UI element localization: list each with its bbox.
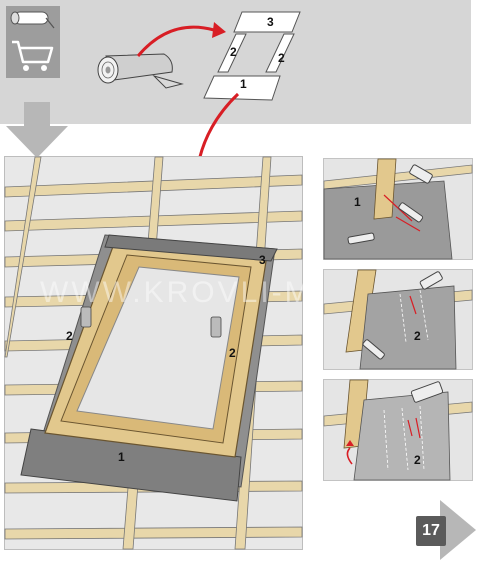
page-number-badge xyxy=(416,516,446,546)
main-label-bottom: 1 xyxy=(118,450,125,464)
detail-2-label: 2 xyxy=(414,329,421,343)
detail-2-drawing xyxy=(323,269,473,370)
cart-icon xyxy=(12,40,54,71)
flashing-strips-layout xyxy=(203,11,301,101)
detail-1-label: 1 xyxy=(354,195,361,209)
detail-panel-2: 2 xyxy=(323,269,473,370)
strip-label-right: 2 xyxy=(278,51,285,65)
supplies-icon-box xyxy=(6,6,60,78)
roll-icon xyxy=(10,11,55,29)
page-number: 17 xyxy=(422,522,440,539)
main-label-top: 3 xyxy=(259,253,266,267)
strip-label-bottom: 1 xyxy=(240,77,247,91)
detail-panel-1: 1 xyxy=(323,158,473,260)
main-label-right: 2 xyxy=(229,346,236,360)
watermark-text: WWW.KROVLI-MIRU xyxy=(40,276,374,309)
roof-window-flashing-drawing xyxy=(4,156,303,550)
membrane-roll-illustration xyxy=(97,53,184,89)
strip-label-left: 2 xyxy=(230,45,237,59)
detail-1-drawing xyxy=(323,158,473,260)
main-illustration xyxy=(4,156,303,550)
detail-3-label: 2 xyxy=(414,453,421,467)
strip-label-top: 3 xyxy=(267,15,274,29)
detail-panel-3: 2 xyxy=(323,379,473,481)
next-page-arrow-icon[interactable] xyxy=(440,500,476,560)
overview-panel xyxy=(0,0,471,124)
detail-3-drawing xyxy=(323,379,473,481)
step-down-arrow-icon xyxy=(6,102,68,158)
main-label-left: 2 xyxy=(66,329,73,343)
